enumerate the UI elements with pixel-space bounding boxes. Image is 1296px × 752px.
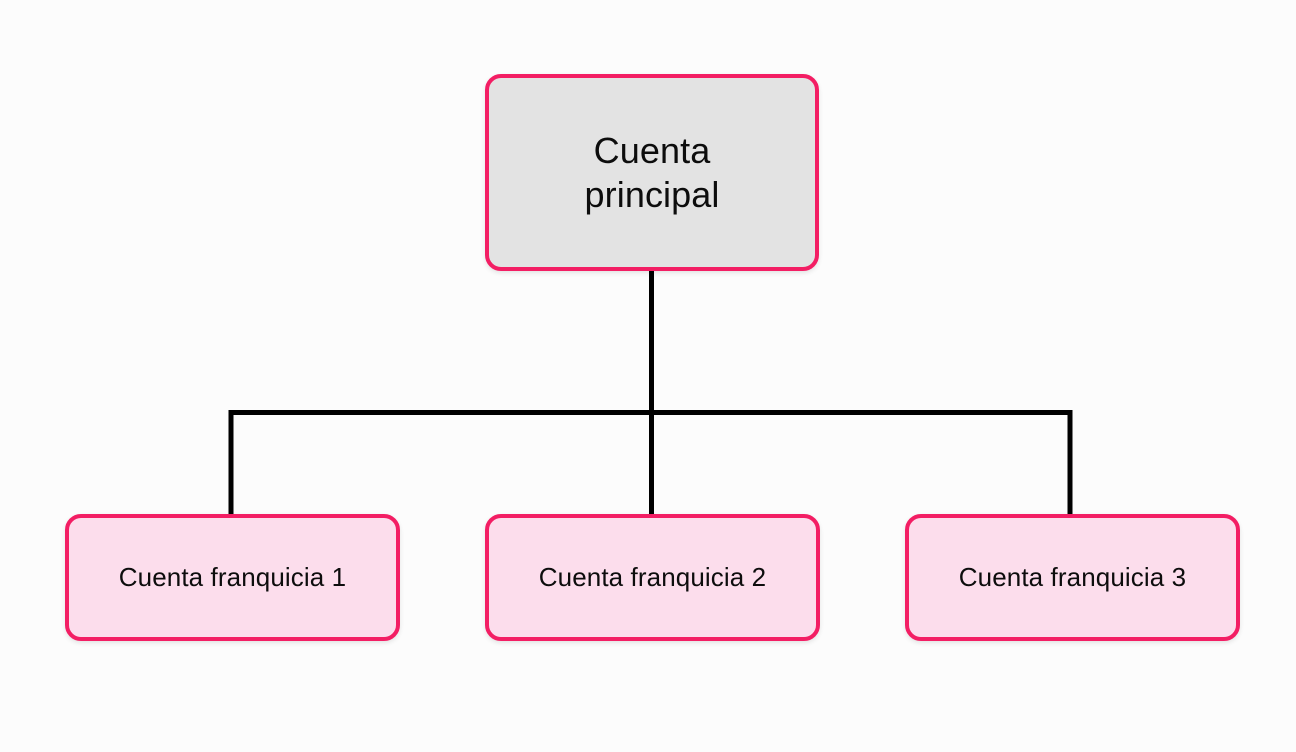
node-cuenta-franquicia-2[interactable]: Cuenta franquicia 2 [485, 514, 820, 641]
node-label-child-3: Cuenta franquicia 3 [958, 562, 1187, 593]
node-label-child-2: Cuenta franquicia 2 [538, 562, 767, 593]
node-label-root: Cuenta principal [584, 129, 720, 215]
node-cuenta-principal[interactable]: Cuenta principal [485, 74, 819, 271]
node-label-child-1: Cuenta franquicia 1 [118, 562, 347, 593]
node-cuenta-franquicia-1[interactable]: Cuenta franquicia 1 [65, 514, 400, 641]
node-cuenta-franquicia-3[interactable]: Cuenta franquicia 3 [905, 514, 1240, 641]
